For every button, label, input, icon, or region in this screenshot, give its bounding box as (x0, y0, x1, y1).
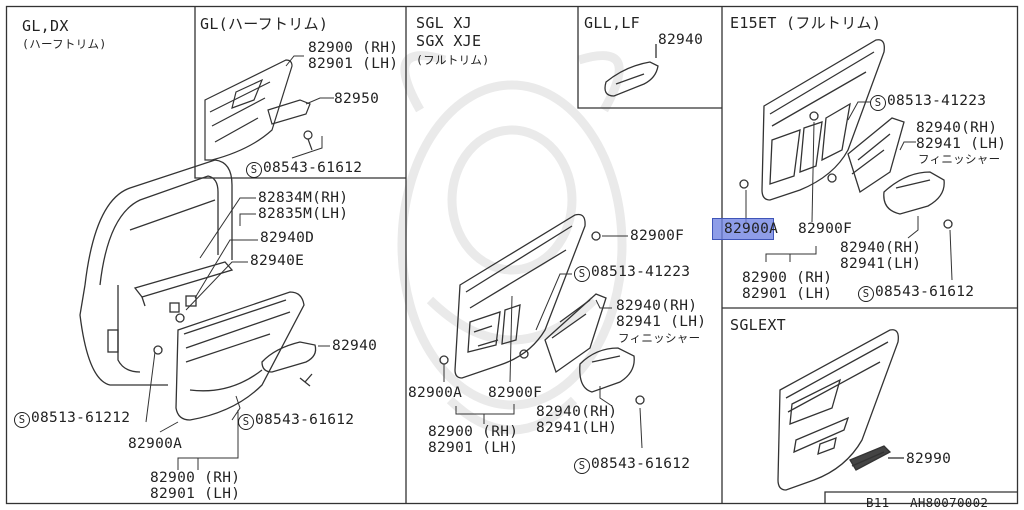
part-82941-lh-e15[interactable]: 82941 (LH) (916, 136, 1007, 152)
gl-dx-door-drawing (79, 159, 317, 421)
part-82941-lh-sgl-2[interactable]: 82941(LH) (536, 420, 618, 436)
part-82901-lh-gl-dx[interactable]: 82901 (LH) (150, 486, 241, 502)
part-82940-rh-e15[interactable]: 82940(RH) (916, 120, 998, 136)
part-82940d[interactable]: 82940D (260, 230, 315, 246)
watermark-emblem (397, 51, 627, 435)
part-82900f-sgl[interactable]: 82900F (488, 385, 543, 401)
gl-half-trim-drawing (204, 59, 313, 161)
panel-title-sgl-1: SGL XJ (416, 14, 472, 32)
screw-symbol-icon: S (870, 95, 886, 111)
screw-symbol-icon: S (246, 162, 262, 178)
footer-ref: AH80070002 (910, 495, 989, 510)
part-82900a-sgl[interactable]: 82900A (408, 385, 463, 401)
finisher-label-sgl: フィニッシャー (618, 331, 701, 345)
part-82835m-lh[interactable]: 82835M(LH) (258, 206, 349, 222)
footer-code: B11 (866, 495, 890, 510)
part-82901-lh-sgl[interactable]: 82901 (LH) (428, 440, 519, 456)
e15et-leaders (745, 101, 953, 281)
sgl-door-drawing (439, 213, 645, 405)
gll-handle-drawing (604, 44, 659, 97)
screw-symbol-icon: S (14, 412, 30, 428)
part-82990[interactable]: 82990 (906, 451, 952, 467)
part-82901-lh-gl[interactable]: 82901 (LH) (308, 56, 399, 72)
part-82940-rh-sgl[interactable]: 82940(RH) (616, 298, 698, 314)
part-82940e[interactable]: 82940E (250, 253, 305, 269)
part-82901-lh-e15[interactable]: 82901 (LH) (742, 286, 833, 302)
screw-number: 08513-41223 (591, 264, 691, 280)
part-82900a-e15-highlighted[interactable]: 82900A (724, 221, 779, 237)
part-82940-rh-e15-2[interactable]: 82940(RH) (840, 240, 922, 256)
part-82900-rh-sgl[interactable]: 82900 (RH) (428, 424, 519, 440)
part-82900a-gl-dx[interactable]: 82900A (128, 436, 183, 452)
finisher-label-e15: フィニッシャー (918, 152, 1001, 166)
sgl-leaders (443, 235, 643, 449)
screw-number: 08543-61612 (255, 412, 355, 428)
screw-number: 08543-61612 (591, 456, 691, 472)
part-82834m-rh[interactable]: 82834M(RH) (258, 190, 349, 206)
panel-title-gl-half: GL(ハーフトリム) (200, 15, 329, 33)
part-82900-rh-gl-dx[interactable]: 82900 (RH) (150, 470, 241, 486)
panel-title-sglext: SGLEXT (730, 316, 786, 334)
screw-number: 08543-61612 (875, 284, 975, 300)
highlighted-part-marker (712, 218, 774, 240)
screw-symbol-icon: S (858, 286, 874, 302)
part-82900f-e15[interactable]: 82900F (798, 221, 853, 237)
screw-symbol-icon: S (238, 414, 254, 430)
panel-frames (5, 5, 1019, 505)
panel-subtitle-sgl: (フルトリム) (416, 53, 490, 67)
e15et-door-drawing (739, 39, 953, 229)
gl-half-leaders (285, 55, 334, 159)
part-82900f-sgl-top[interactable]: 82900F (630, 228, 685, 244)
screw-number: 08513-61212 (31, 410, 131, 426)
part-82941-lh-sgl[interactable]: 82941 (LH) (616, 314, 707, 330)
part-82950[interactable]: 82950 (334, 91, 380, 107)
part-82900-rh-gl[interactable]: 82900 (RH) (308, 40, 399, 56)
part-82900-rh-e15[interactable]: 82900 (RH) (742, 270, 833, 286)
part-82941-lh-e15-2[interactable]: 82941(LH) (840, 256, 922, 272)
screw-number: 08543-61612 (263, 160, 363, 176)
panel-subtitle-gl-dx: (ハーフトリム) (22, 37, 107, 51)
panel-title-sgl-2: SGX XJE (416, 32, 482, 50)
screw-symbol-icon: S (574, 458, 590, 474)
part-82940-rh-sgl-2[interactable]: 82940(RH) (536, 404, 618, 420)
part-82940-gl-dx[interactable]: 82940 (332, 338, 378, 354)
screw-symbol-icon: S (574, 266, 590, 282)
panel-title-e15et: E15ET (フルトリム) (730, 14, 882, 32)
panel-title-gl-dx: GL,DX (22, 17, 69, 35)
gl-dx-leader-lines (145, 197, 330, 470)
panel-title-gll-lf: GLL,LF (584, 14, 640, 32)
screw-number: 08513-41223 (887, 93, 987, 109)
part-82940-gll[interactable]: 82940 (658, 32, 704, 48)
sglext-door-drawing (777, 329, 904, 491)
